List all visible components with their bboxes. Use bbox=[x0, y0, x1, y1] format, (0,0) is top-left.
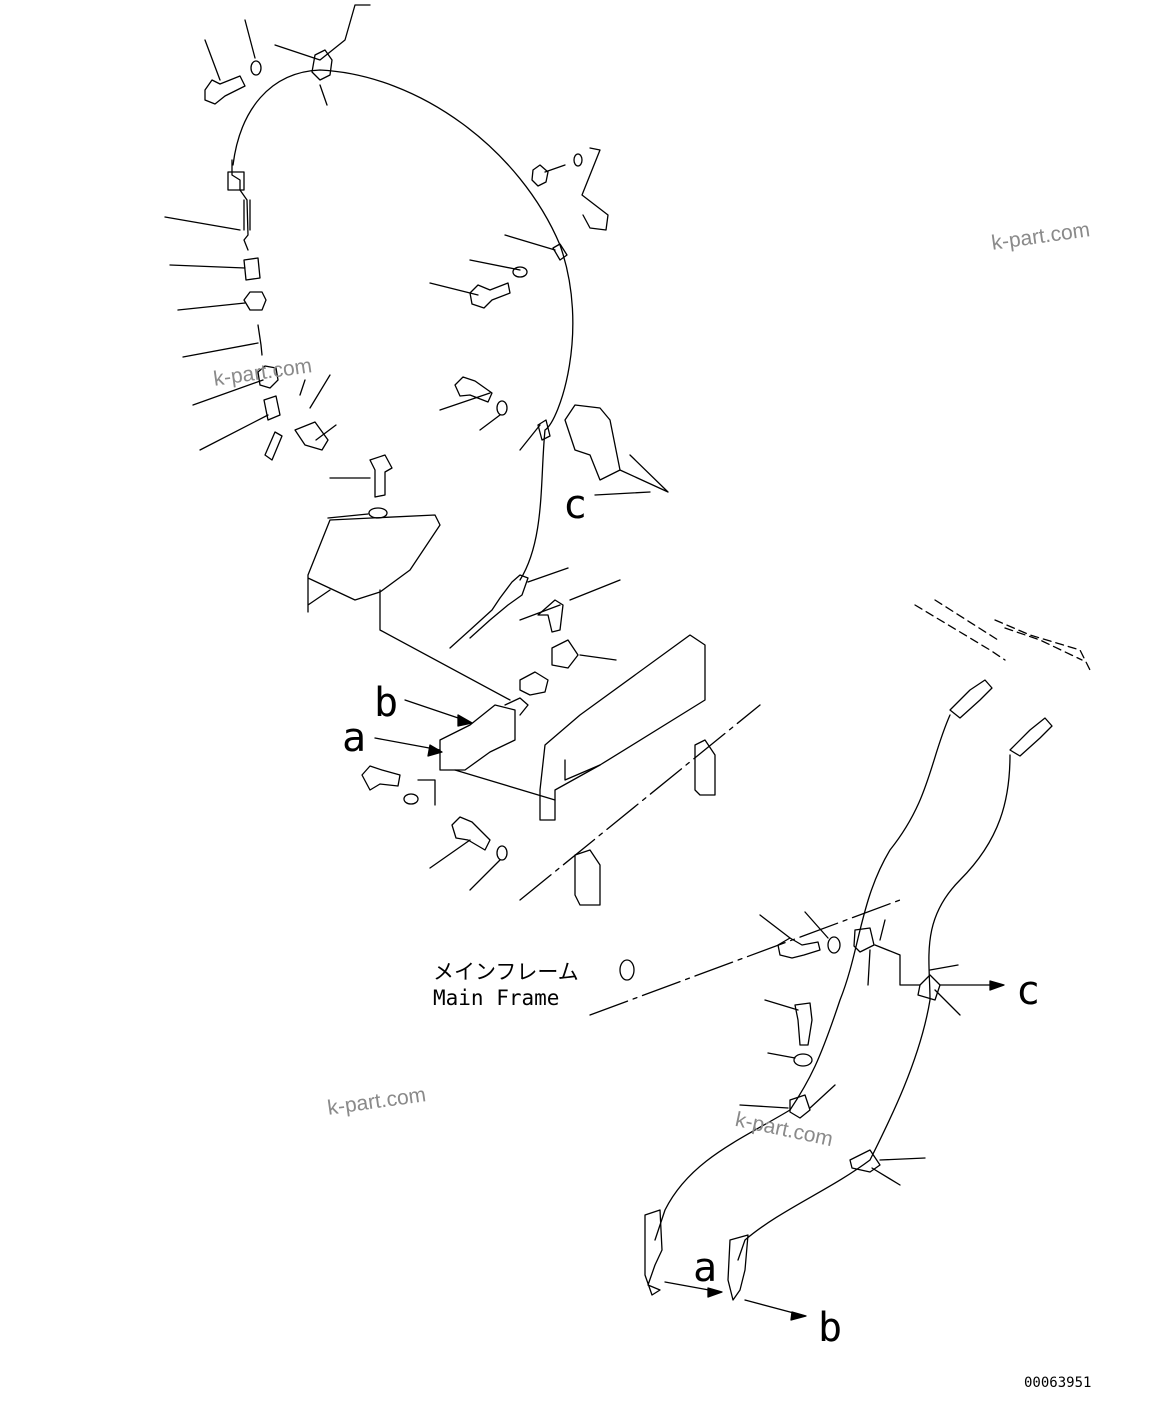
leader bbox=[164, 216, 269, 451]
washer bbox=[496, 845, 508, 861]
clevis-pin bbox=[537, 599, 564, 633]
pipe-top-left bbox=[914, 599, 1006, 661]
bolt-mid bbox=[469, 282, 511, 309]
cotter-pin bbox=[264, 431, 283, 461]
bracket-main bbox=[539, 634, 706, 821]
washer bbox=[827, 936, 841, 954]
callout-c-upper: c bbox=[563, 482, 588, 528]
cable-routing-line bbox=[274, 4, 371, 61]
nut bbox=[519, 671, 549, 696]
washer bbox=[368, 507, 388, 519]
bolt-top-left bbox=[204, 75, 246, 105]
cable-end-upper bbox=[231, 159, 249, 251]
bracket-upper-right bbox=[581, 147, 609, 231]
clamp-4 bbox=[849, 1149, 881, 1173]
bolt-lower bbox=[454, 376, 493, 403]
drawing-number: 00063951 bbox=[1024, 1375, 1092, 1391]
line-to-bracket bbox=[454, 769, 556, 801]
nut bbox=[257, 365, 279, 389]
leader bbox=[739, 911, 961, 1186]
washer bbox=[793, 1053, 813, 1067]
clip-lower bbox=[537, 419, 551, 441]
pipe-top-right bbox=[994, 619, 1091, 671]
elbow-b bbox=[727, 1234, 749, 1301]
frame-hole bbox=[619, 959, 635, 981]
line-to-plate bbox=[379, 589, 511, 701]
clip-top bbox=[311, 49, 333, 81]
clamp-1 bbox=[853, 927, 875, 953]
pin bbox=[257, 324, 263, 356]
clevis-pin bbox=[294, 421, 329, 451]
control-cable-upper bbox=[232, 69, 574, 581]
nut bbox=[243, 291, 267, 311]
arrowhead-c bbox=[989, 980, 1005, 991]
leader bbox=[327, 477, 371, 519]
clamp-3 bbox=[789, 1094, 811, 1119]
washer bbox=[403, 793, 419, 805]
bolt-upper-right bbox=[531, 164, 566, 187]
cable-rod bbox=[243, 199, 251, 231]
main-frame-caption-jp: メインフレーム bbox=[433, 960, 579, 984]
hose-fitting bbox=[949, 679, 993, 719]
hose-right bbox=[737, 754, 1011, 1261]
callout-c-lower: c bbox=[1016, 968, 1041, 1014]
arrowhead-b bbox=[790, 1311, 807, 1321]
bracket-edge bbox=[564, 759, 601, 781]
leader bbox=[299, 374, 337, 441]
frame-block bbox=[574, 849, 601, 906]
bolt-plate bbox=[369, 454, 393, 498]
leader bbox=[429, 234, 556, 451]
leader bbox=[204, 19, 328, 106]
arrow-a-upper bbox=[427, 744, 443, 757]
bolt-lower-2 bbox=[451, 816, 491, 851]
washer bbox=[573, 153, 583, 167]
elbow-a bbox=[644, 1209, 663, 1296]
cable-nut bbox=[227, 171, 245, 191]
bolt-lower-right-2 bbox=[794, 1002, 813, 1046]
valve-fitting bbox=[504, 697, 529, 716]
arrow-b-upper bbox=[457, 714, 473, 727]
washer-top bbox=[250, 60, 262, 76]
leader-c-lower bbox=[874, 944, 921, 986]
washer bbox=[512, 266, 528, 278]
hose-fitting bbox=[1009, 717, 1053, 757]
hose-left bbox=[654, 714, 951, 1241]
arrowhead-a bbox=[707, 1287, 723, 1298]
valve-body bbox=[439, 704, 516, 771]
callout-b-upper: b bbox=[374, 680, 399, 726]
bolt-lower-left bbox=[361, 765, 401, 791]
mount-plate bbox=[307, 514, 441, 613]
frame-line bbox=[519, 704, 901, 1016]
callout-a-lower: a bbox=[693, 1245, 718, 1291]
callout-a-upper: a bbox=[342, 715, 367, 761]
spacer bbox=[243, 257, 261, 281]
leader bbox=[417, 779, 501, 891]
leader-c bbox=[594, 454, 669, 496]
frame-block bbox=[694, 739, 716, 796]
washer bbox=[496, 400, 508, 416]
leader bbox=[519, 567, 621, 661]
bracket-c-upper bbox=[564, 404, 621, 481]
callout-b-lower: b bbox=[818, 1305, 843, 1351]
clevis bbox=[263, 395, 281, 421]
bolt-lower-right-1 bbox=[777, 937, 821, 959]
clevis bbox=[551, 639, 579, 669]
cable-end-lower bbox=[449, 574, 529, 649]
clip-mid bbox=[552, 243, 568, 261]
main-frame-caption-en: Main Frame bbox=[433, 986, 560, 1010]
